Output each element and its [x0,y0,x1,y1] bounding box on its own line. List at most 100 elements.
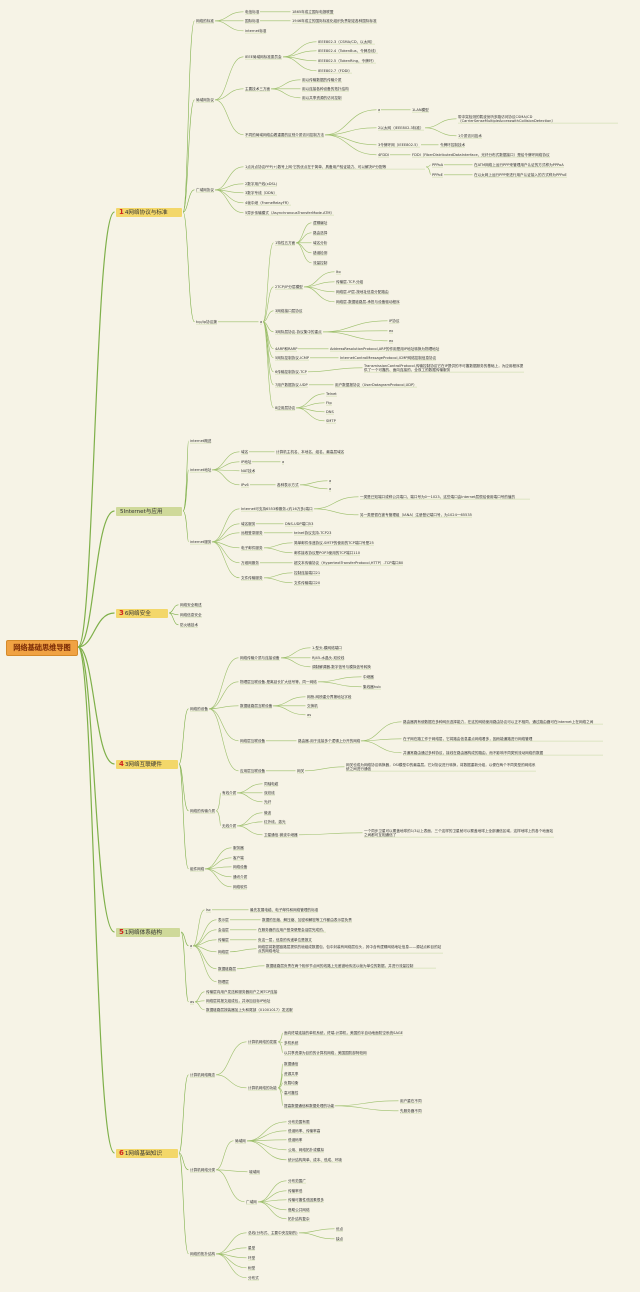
mind-map-node[interactable]: 网络的传输介质 [190,808,216,813]
mind-map-node[interactable]: internet标准 [245,28,267,33]
mind-map-node[interactable]: a [329,478,332,483]
mind-map-node[interactable]: 用以共享资源的访问控制 [302,95,342,100]
mind-map-node[interactable]: 面向终端连接的单机系统，终端-计算机，美国的半自动地面防空系统SAGE [284,1030,403,1035]
mind-map-node[interactable]: RJ45-水晶头-双绞线 [312,655,345,660]
mind-map-node[interactable]: 邮件接收协议是POP3使用的TCP端口110 [294,550,361,555]
mind-map-node[interactable]: 计算机网络的功能 [248,1085,277,1090]
mind-map-node[interactable]: ex [389,338,394,343]
mind-map-node[interactable]: 一类是已知端口或称公共端口，端口号为0一1023，这些端口由Internet层很… [360,494,516,499]
mind-map-node[interactable]: 网关也成为网络协议转换器，OSI模型中的最高层。它对协议进行转换，将数据重新分组… [346,762,536,771]
mind-map-node[interactable]: 交换机 [307,703,318,708]
mind-map-node[interactable]: a [378,107,381,112]
mind-map-node[interactable]: a [190,943,193,948]
mind-map-node[interactable]: 令牌环控制技术 [440,142,466,147]
mind-map-node[interactable]: 分布式 [248,1275,259,1280]
mind-map-node[interactable]: 远程登录服务 [241,530,263,535]
mind-map-node[interactable]: 路由选择 [313,230,328,235]
mind-map-node[interactable]: IEEE802.4（TokenBus，令牌总线） [318,48,379,53]
mind-map-node[interactable]: 会话层 [218,927,229,932]
mind-map-node[interactable]: FDDI（FiberDistributedDataInterface，光纤分布式… [412,152,550,157]
category-node-5[interactable]: 51网络体系结构 [116,927,180,937]
mind-map-node[interactable]: 通讯介质 [233,874,248,879]
mind-map-node[interactable]: 借助公共网络 [288,1207,310,1212]
mind-map-node[interactable]: 网络层将数据链路层提供的帧组成数据包，包中封装有网络层包头，其中含有逻辑网络地址… [258,944,442,953]
mind-map-node[interactable]: 流量控制 [313,260,328,265]
mind-map-node[interactable]: SMTP [326,418,336,423]
mind-map-node[interactable]: 1点对点协议PPP(+)数号上网·它的优点在于简单、具备用户验证能力、可以解决I… [245,164,387,169]
mind-map-node[interactable]: 防火墙技术 [180,622,198,627]
category-node-4[interactable]: 43网络互联硬件 [116,759,178,769]
mind-map-node[interactable]: 网络的拓扑结构 [190,1251,216,1256]
mind-map-node[interactable]: 并通常路由通过多种协议，接线在路由器构成的路由，而不影响不同类别流动网络的数据 [403,750,544,755]
mind-map-node[interactable]: 万维网服务 [241,560,259,565]
mind-map-node[interactable]: PPPoE [432,172,443,177]
mind-map-node[interactable]: as [190,999,195,1004]
mind-map-node[interactable]: 有线介质 [222,790,237,795]
mind-map-node[interactable]: 2以太网（IEEE802.3标准） [378,125,424,130]
mind-map-node[interactable]: PPPoA [432,162,444,167]
mind-map-node[interactable]: 数据通信 [284,1061,299,1066]
mind-map-node[interactable]: 星型 [248,1245,256,1250]
mind-map-node[interactable]: 计算机网络的发展 [248,1039,277,1044]
category-node-3[interactable]: 36网络安全 [116,608,168,618]
mind-map-node[interactable]: telnet协议支持-TCP23 [294,530,332,535]
mind-map-node[interactable]: 环型 [248,1255,256,1260]
mind-map-node[interactable]: IEEE局域网标准委员会 [245,54,282,59]
mind-map-node[interactable]: 网络的标准 [196,18,214,23]
mind-map-node[interactable]: 光纤 [264,799,272,804]
mind-map-node[interactable]: 传输层-TCP-分组 [336,279,364,284]
mind-map-node[interactable]: 网络设备 [233,864,248,869]
mind-map-node[interactable]: 各种表示方式 [277,482,299,487]
mind-map-node[interactable]: 数据链路层互联设备 [240,703,273,708]
mind-map-node[interactable]: 用户重在不同 [400,1098,422,1103]
mind-map-node[interactable]: 中继器 [363,674,374,679]
mind-map-node[interactable]: 错误检测 [313,250,328,255]
mind-map-node[interactable]: 表示层 [218,917,229,922]
mind-map-node[interactable]: TransmissionControlProtocol,传输控制协议它在IP提供… [364,363,524,372]
mind-map-node[interactable]: 以共享资源为目的的计算机网络，美国国防部阿帕网 [284,1050,367,1055]
mind-map-node[interactable]: 网络层-IP层-按地址信息分配路由 [336,289,389,294]
mind-map-node[interactable]: DNS-UDP端口53 [285,521,314,526]
mind-map-root[interactable]: 网络基础思维导图 [6,640,78,656]
mind-map-node[interactable]: 负这一层，信息的传递单位是报文 [258,937,312,942]
mind-map-node[interactable]: 3网络接口层协议 [275,308,303,313]
mind-map-node[interactable]: Ito [336,269,341,274]
mind-map-node[interactable]: 文件传输服务 [241,575,263,580]
mind-map-node[interactable]: 域名 [241,449,249,454]
mind-map-node[interactable]: a [329,486,332,491]
mind-map-node[interactable]: 数据的压缩、解压缩、加密和解密等工作都由表示层负责 [262,917,352,922]
mind-map-node[interactable]: 树型 [248,1265,256,1270]
mind-map-node[interactable]: 公用、网络拓扑或模拟 [288,1147,324,1152]
mind-map-node[interactable]: 传输层 [218,937,229,942]
mind-map-node[interactable]: 分布范围有限 [288,1119,310,1124]
mind-map-node[interactable]: 不同的局域网络由着重要的区别介质访问控制方法 [245,132,325,137]
mind-map-node[interactable]: Internet可支持6553种服务-(约16万多)端口 [241,506,313,511]
mind-map-node[interactable]: 在以太网上运行PPP来进行用户认证接入的方式称为PPPoE [474,172,567,177]
mind-map-node[interactable]: 网络传输介质与连接设备 [240,655,280,660]
mind-map-node[interactable]: 组件网络 [190,866,205,871]
mind-map-node[interactable]: 8应用层协议 [275,405,296,410]
mind-map-node[interactable]: 带冲突检测的载波侦听多路访问协议CSMA/CD（CarrierSenseMult… [458,114,556,123]
mind-map-node[interactable]: 网络层互联设备 [240,738,266,743]
mind-map-node[interactable]: 在ATM网络上运行PPP来管理用户认证的方式称为PPPoA [474,162,564,167]
mind-map-node[interactable]: 网络层将报文组成包，并添加目标IP地址 [206,998,271,1003]
mind-map-node[interactable]: 数据链路层 [218,966,236,971]
mind-map-node[interactable]: 用户数据报协议（UserDatagramProtocol,UDP） [335,382,417,387]
mind-map-node[interactable]: 1865年成立国际电报联盟 [292,9,334,14]
category-node-1[interactable]: 14网络协议与标准 [116,207,182,217]
mind-map-node[interactable]: 总线(分布式、主要中央控制的) [248,1230,298,1235]
category-node-6[interactable]: 61网络基础知识 [116,1148,178,1158]
mind-map-node[interactable]: a [260,319,263,324]
mind-map-node[interactable]: 低误码率、传输率高 [288,1128,321,1133]
mind-map-node[interactable]: 资源共享 [284,1071,299,1076]
mind-map-node[interactable]: 域名分析 [313,240,328,245]
mind-map-node[interactable]: 路由器具有使数据在多种网页选择能力，在这的网络使用路由协议可以正不相同，通过路由… [403,719,594,724]
mind-map-node[interactable]: 3数字专线（DDN） [245,190,278,195]
mind-map-node[interactable]: 逻辑编址 [313,220,328,225]
mind-map-node[interactable]: 4帧中继（FrameRelayFR） [245,200,291,205]
mind-map-node[interactable]: 另一类是很在被专管理组（IANA）注册登记端口号，为1024一65535 [360,512,472,517]
mind-map-node[interactable]: 5异步传输模式（AsynchronousTransferMode.ATM） [245,210,335,215]
mind-map-node[interactable]: 最先发展电缆、电子邮件和网络管理的标准 [250,907,319,912]
mind-map-node[interactable]: 网络信息安全 [180,612,202,617]
mind-map-node[interactable]: internet地址 [190,467,212,472]
